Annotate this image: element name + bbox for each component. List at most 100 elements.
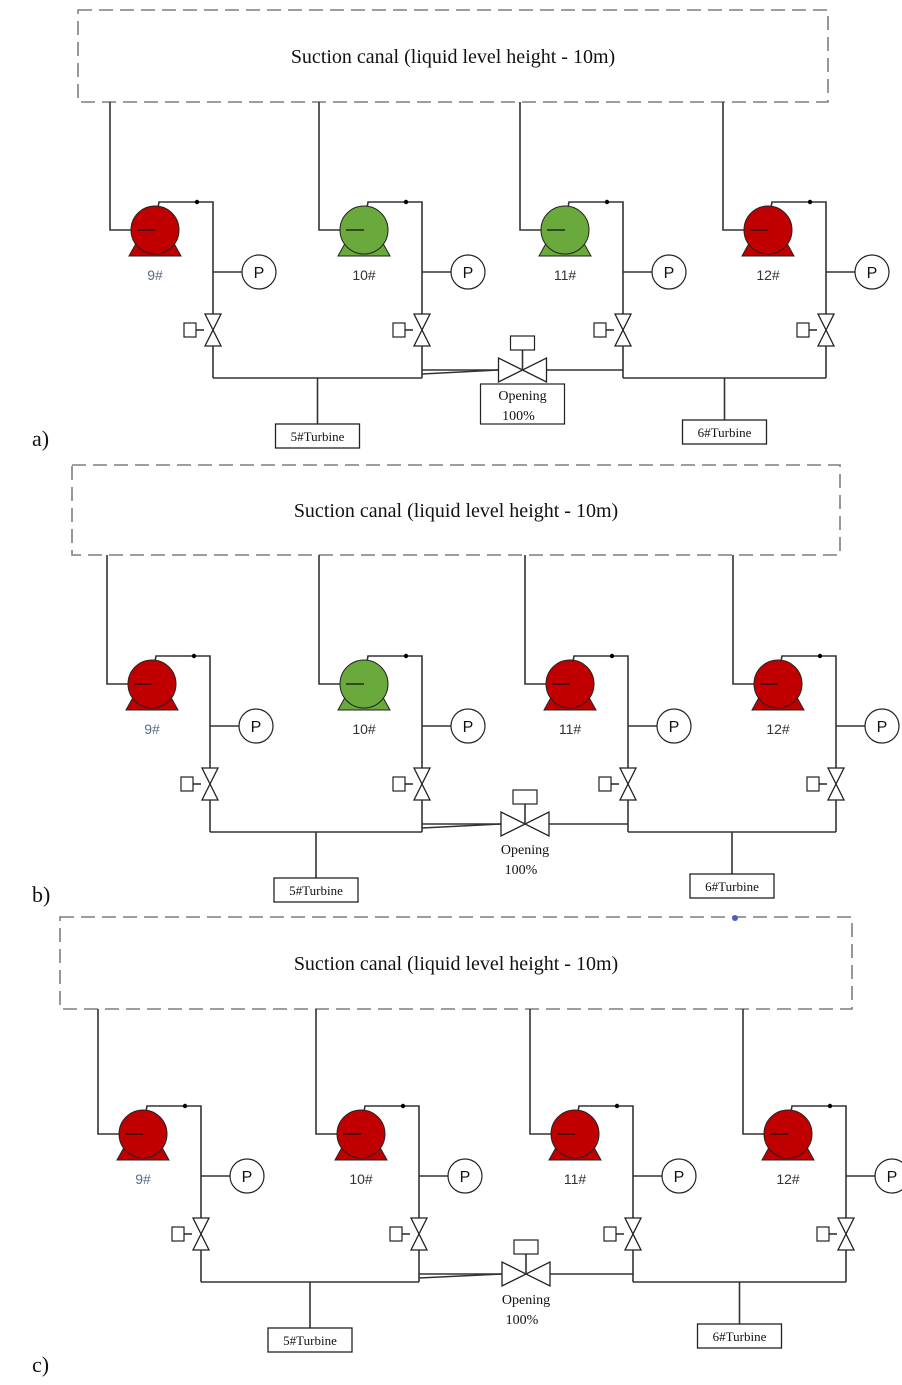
valve-opening-label: Opening: [502, 1293, 550, 1308]
pressure-gauge-label: P: [664, 265, 675, 282]
turbine-6-label: 6#Turbine: [698, 425, 752, 440]
pump-unit: 9# P: [97, 1009, 265, 1282]
pressure-gauge-label: P: [669, 719, 680, 736]
suction-pipe: [524, 555, 552, 685]
flow-dot: [403, 199, 409, 205]
pump-unit: 12# P: [722, 102, 890, 378]
flow-dot: [614, 1103, 620, 1109]
flow-dot: [609, 653, 615, 659]
pump-label: 12#: [766, 721, 790, 737]
suction-canal-label: Suction canal (liquid level height - 10m…: [291, 46, 615, 68]
pressure-gauge-label: P: [242, 1169, 253, 1186]
pump-label: 11#: [554, 267, 577, 283]
turbine-5-box: [273, 877, 359, 903]
suction-canal-label: Suction canal (liquid level height - 10m…: [294, 500, 618, 522]
suction-pipe: [519, 102, 547, 231]
turbine-6-label: 6#Turbine: [713, 1329, 767, 1344]
discharge-valve-icon: [826, 767, 846, 801]
valve-opening-value: 100%: [505, 863, 538, 878]
pump-label: 10#: [352, 721, 376, 737]
flow-dot: [817, 653, 823, 659]
pressure-gauge-label: P: [887, 1169, 898, 1186]
pressure-gauge-icon: [661, 1158, 697, 1194]
valve-actuator-icon: [603, 1226, 617, 1242]
flow-dot: [194, 199, 200, 205]
pump-label: 12#: [756, 267, 780, 283]
pressure-gauge-icon: [229, 1158, 265, 1194]
valve-actuator-icon: [796, 322, 810, 338]
discharge-valve-icon: [200, 767, 220, 801]
flow-dot: [400, 1103, 406, 1109]
pump-label: 9#: [144, 721, 160, 737]
pump-unit: 9#P: [106, 555, 274, 832]
discharge-valve-icon: [412, 313, 432, 347]
turbine-5-label: 5#Turbine: [289, 883, 343, 898]
tie-valve-actuator-icon: [513, 1239, 539, 1255]
valve-actuator-icon: [392, 776, 406, 792]
valve-actuator-icon: [389, 1226, 403, 1242]
pressure-gauge-label: P: [463, 265, 474, 282]
marker-dot: [732, 915, 738, 921]
valve-actuator-icon: [806, 776, 820, 792]
pressure-gauge-label: P: [867, 265, 878, 282]
valve-opening-value: 100%: [506, 1313, 539, 1328]
pump-unit: 9# P: [109, 102, 277, 378]
valve-opening-label: Opening: [498, 389, 546, 404]
valve-caption-box: [479, 383, 566, 425]
pump-label: 9#: [147, 267, 163, 283]
pressure-gauge-icon: [238, 708, 274, 744]
panel-a: Suction canal (liquid level height - 10m…: [32, 9, 890, 451]
flow-dot: [827, 1103, 833, 1109]
suction-pipe: [742, 1009, 770, 1135]
valve-actuator-icon: [816, 1226, 830, 1242]
pump-label: 12#: [776, 1171, 800, 1187]
pump-unit: 12# P: [742, 1009, 902, 1282]
pump-unit: 10#P: [315, 1009, 483, 1282]
pressure-gauge-icon: [656, 708, 692, 744]
turbine-6-label: 6#Turbine: [705, 879, 759, 894]
pressure-gauge-label: P: [254, 265, 265, 282]
suction-pipe: [97, 1009, 125, 1135]
discharge-valve-icon: [191, 1217, 211, 1251]
valve-actuator-icon: [593, 322, 607, 338]
pump-unit: 11# P: [519, 102, 687, 378]
flow-dot: [807, 199, 813, 205]
discharge-valve-icon: [816, 313, 836, 347]
pump-unit: 10#P: [318, 555, 486, 832]
suction-pipe: [109, 102, 137, 231]
discharge-valve-icon: [836, 1217, 856, 1251]
pump-label: 11#: [559, 721, 582, 737]
suction-canal-box: [77, 9, 829, 103]
pump-unit: 11# P: [524, 555, 692, 832]
tie-valve-actuator-icon: [512, 789, 538, 805]
pump-label: 9#: [135, 1171, 151, 1187]
pressure-gauge-icon: [241, 254, 277, 290]
pump-label: 10#: [349, 1171, 373, 1187]
discharge-valve-icon: [623, 1217, 643, 1251]
pump-label: 10#: [352, 267, 376, 283]
pressure-gauge-label: P: [877, 719, 888, 736]
valve-actuator-icon: [598, 776, 612, 792]
pump-unit: 10# P: [318, 102, 486, 378]
panel-label: b): [32, 882, 50, 907]
discharge-valve-icon: [412, 767, 432, 801]
discharge-valve-icon: [618, 767, 638, 801]
pump-label: 11#: [564, 1171, 587, 1187]
suction-pipe: [106, 555, 134, 685]
turbine-5-label: 5#Turbine: [283, 1333, 337, 1348]
discharge-valve-icon: [613, 313, 633, 347]
turbine-5-label: 5#Turbine: [291, 429, 345, 444]
turbine-6-box: [689, 873, 775, 899]
suction-canal-label: Suction canal (liquid level height - 10m…: [294, 953, 618, 975]
pump-unit: 11#P: [529, 1009, 697, 1282]
suction-canal-box: [71, 464, 841, 556]
valve-actuator-icon: [180, 776, 194, 792]
suction-pipe: [722, 102, 750, 231]
valve-opening-value: 100%: [502, 409, 535, 424]
valve-actuator-icon: [392, 322, 406, 338]
suction-pipe: [318, 102, 346, 231]
panel-label: c): [32, 1352, 49, 1377]
discharge-valve-icon: [409, 1217, 429, 1251]
